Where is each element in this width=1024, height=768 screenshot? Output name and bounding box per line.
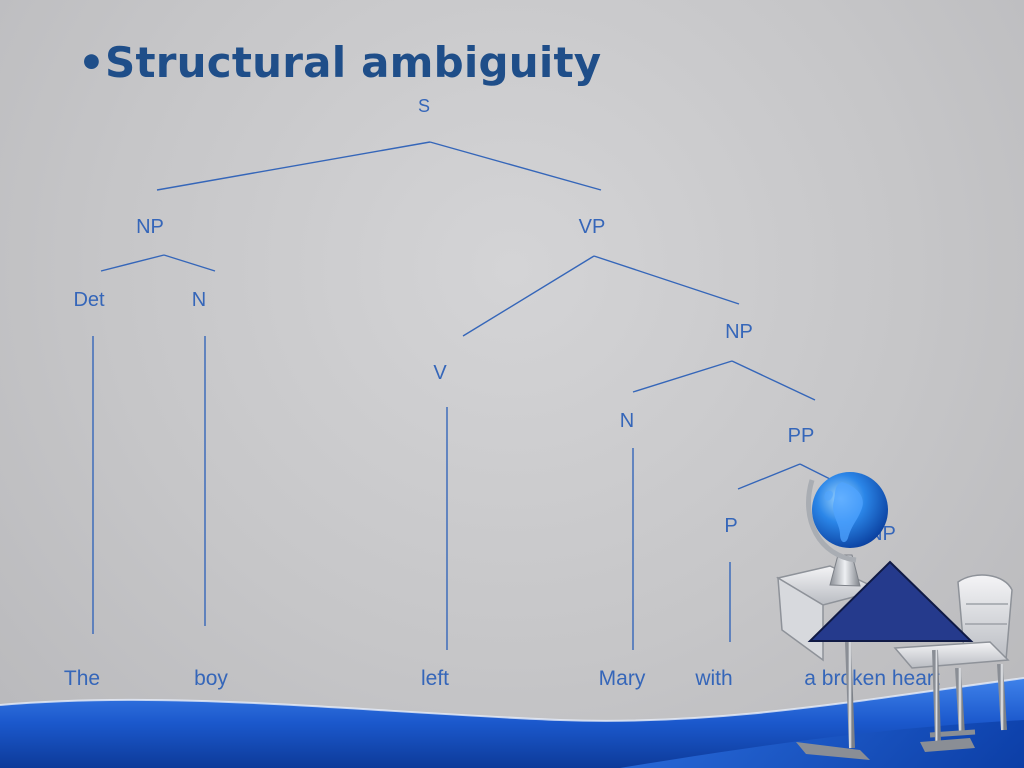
node-np-object: NP <box>725 321 753 343</box>
edge-vp-v <box>462 255 595 337</box>
edge-np-pp <box>731 360 816 401</box>
node-s: S <box>417 96 431 116</box>
edge-np-n <box>163 254 216 272</box>
node-np-pp: NP <box>868 523 896 545</box>
node-p: P <box>724 515 738 537</box>
node-pp: PP <box>787 425 815 447</box>
word-boy: boy <box>194 667 228 690</box>
node-n-subject: N <box>191 289 207 311</box>
edge-np-n-object <box>632 360 733 393</box>
edge-pp-p <box>737 463 801 490</box>
word-mary: Mary <box>598 667 646 690</box>
edge-np-det <box>100 254 165 272</box>
node-vp: VP <box>578 216 606 238</box>
edge-s-vp <box>429 141 602 191</box>
word-broken-heart: a broken heart <box>804 667 940 690</box>
title-bullet: • <box>78 38 106 87</box>
slide-title: •Structural ambiguity <box>78 38 601 87</box>
word-with: with <box>695 667 733 690</box>
node-np-subject: NP <box>136 216 164 238</box>
node-v: V <box>433 362 447 384</box>
title-text: Structural ambiguity <box>105 38 602 87</box>
node-det: Det <box>73 289 105 311</box>
node-n-object: N <box>619 410 635 432</box>
edge-s-np <box>156 141 431 191</box>
word-left: left <box>420 667 450 690</box>
word-the: The <box>63 667 101 690</box>
edge-vp-np <box>593 255 740 305</box>
edge-pp-np <box>799 463 863 496</box>
